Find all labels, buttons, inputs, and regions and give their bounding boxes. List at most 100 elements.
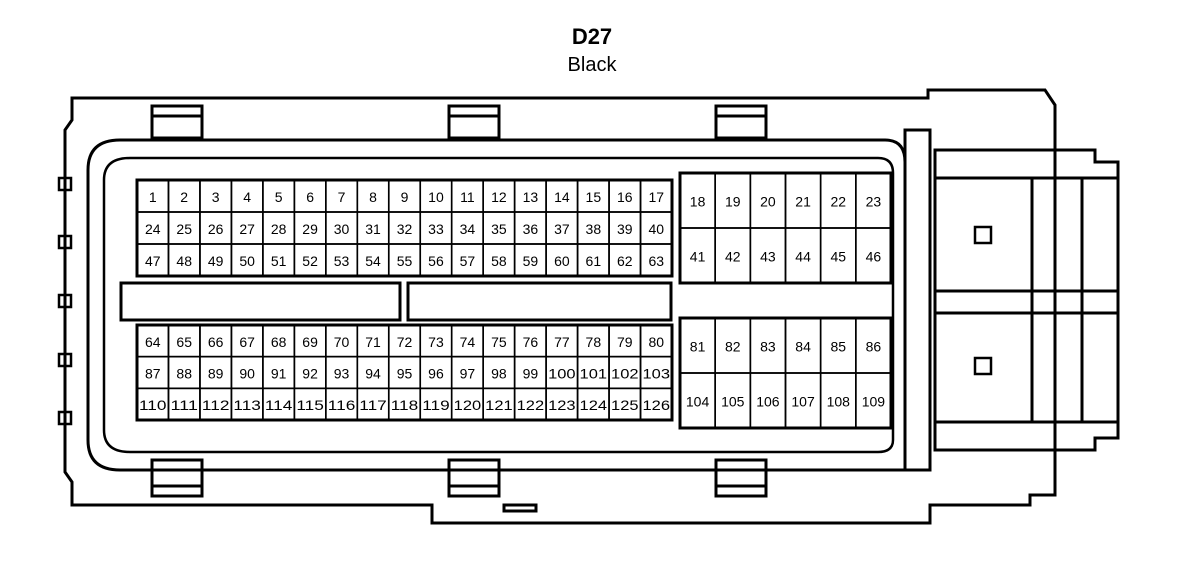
pin-number: 88 <box>176 366 192 382</box>
pin-number: 3 <box>212 189 220 205</box>
pin-number: 13 <box>523 189 539 205</box>
pin-number: 61 <box>586 253 602 269</box>
pin-number: 95 <box>397 366 413 382</box>
pin-number: 71 <box>365 334 381 350</box>
pin-number: 96 <box>428 366 444 382</box>
pin-number: 74 <box>460 334 476 350</box>
pin-number: 22 <box>830 194 846 210</box>
pin-number: 27 <box>239 221 255 237</box>
pin-number: 18 <box>690 194 706 210</box>
connector-id: D27 <box>571 24 613 49</box>
pin-number: 15 <box>586 189 602 205</box>
pin-number: 19 <box>725 194 741 210</box>
keying-slot-left <box>119 281 402 322</box>
pin-number: 25 <box>176 221 192 237</box>
pin-number: 36 <box>523 221 539 237</box>
pin-number: 29 <box>302 221 318 237</box>
pin-number: 80 <box>648 334 664 350</box>
pin-number: 112 <box>202 397 230 413</box>
pin-number: 35 <box>491 221 507 237</box>
pin-number: 78 <box>586 334 602 350</box>
pin-number: 91 <box>271 366 287 382</box>
pin-cell <box>855 372 892 429</box>
pin-number: 23 <box>866 194 882 210</box>
pin-number: 44 <box>795 249 811 265</box>
pin-number: 94 <box>365 366 381 382</box>
pin-number: 56 <box>428 253 444 269</box>
pin-number: 77 <box>554 334 570 350</box>
pin-number: 87 <box>145 366 161 382</box>
pin-number: 84 <box>795 339 811 355</box>
pin-number: 117 <box>359 397 387 413</box>
pin-number: 73 <box>428 334 444 350</box>
pin-number: 104 <box>686 394 710 410</box>
lock-rib-outer <box>933 148 1120 452</box>
pin-number: 114 <box>265 397 293 413</box>
pin-number: 121 <box>485 397 513 413</box>
pin-number: 31 <box>365 221 381 237</box>
pin-number: 43 <box>760 249 776 265</box>
pin-number: 102 <box>611 366 639 382</box>
pin-number: 47 <box>145 253 161 269</box>
inner-wall-outer <box>86 138 907 472</box>
pin-number: 6 <box>306 189 314 205</box>
pin-number: 67 <box>239 334 255 350</box>
pin-number: 52 <box>302 253 318 269</box>
lock-window-lower <box>973 356 993 376</box>
pin-number: 111 <box>170 397 198 413</box>
pin-number: 42 <box>725 249 741 265</box>
pin-number: 38 <box>586 221 602 237</box>
pin-number: 72 <box>397 334 413 350</box>
pin-number: 99 <box>523 366 539 382</box>
pin-number: 32 <box>397 221 413 237</box>
pin-number: 81 <box>690 339 706 355</box>
pin-number: 76 <box>523 334 539 350</box>
pin-number: 64 <box>145 334 161 350</box>
pin-number: 50 <box>239 253 255 269</box>
pin-number: 9 <box>401 189 409 205</box>
pin-number: 90 <box>239 366 255 382</box>
pin-number: 62 <box>617 253 633 269</box>
pin-number: 123 <box>548 397 576 413</box>
lock-rib-middle <box>933 289 1120 315</box>
lock-window-upper <box>973 225 993 245</box>
pin-number: 41 <box>690 249 706 265</box>
pin-number: 83 <box>760 339 776 355</box>
pin-number: 57 <box>460 253 476 269</box>
pin-number: 97 <box>460 366 476 382</box>
pin-number: 109 <box>862 394 886 410</box>
pin-number: 60 <box>554 253 570 269</box>
pin-number: 55 <box>397 253 413 269</box>
latch-post <box>903 128 932 472</box>
pin-number: 106 <box>756 394 780 410</box>
connector-color: Black <box>567 54 617 76</box>
pin-number: 86 <box>866 339 882 355</box>
pin-number: 5 <box>275 189 283 205</box>
pin-number: 103 <box>643 366 671 382</box>
pin-number: 85 <box>830 339 846 355</box>
pin-number: 58 <box>491 253 507 269</box>
pin-number: 98 <box>491 366 507 382</box>
pin-number: 37 <box>554 221 570 237</box>
pin-number: 93 <box>334 366 350 382</box>
pin-number: 7 <box>338 189 346 205</box>
pin-number: 4 <box>243 189 251 205</box>
pin-number: 101 <box>580 366 608 382</box>
pin-number: 79 <box>617 334 633 350</box>
pin-number: 115 <box>296 397 324 413</box>
pin-number: 24 <box>145 221 161 237</box>
pin-number: 45 <box>830 249 846 265</box>
pin-number: 68 <box>271 334 287 350</box>
pin-number: 48 <box>176 253 192 269</box>
pin-number: 82 <box>725 339 741 355</box>
pin-number: 124 <box>580 397 608 413</box>
pin-number: 54 <box>365 253 381 269</box>
pin-number: 20 <box>760 194 776 210</box>
pin-number: 12 <box>491 189 507 205</box>
pin-number: 46 <box>866 249 882 265</box>
pin-number: 113 <box>233 397 261 413</box>
pin-number: 28 <box>271 221 287 237</box>
pin-number: 8 <box>369 189 377 205</box>
pin-number: 108 <box>827 394 851 410</box>
